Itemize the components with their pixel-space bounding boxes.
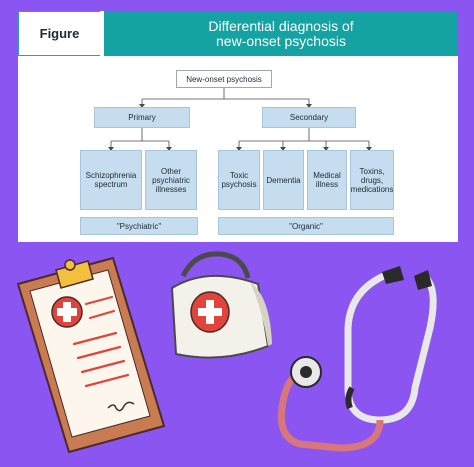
node-primary: Primary <box>94 107 190 128</box>
node-primary-label: Primary <box>128 113 156 122</box>
node-toxins-drugs: Toxins, drugs, medications <box>350 150 394 210</box>
figure-title: Differential diagnosis of new-onset psyc… <box>104 11 458 56</box>
clipboard-icon <box>16 256 166 454</box>
arrow-toxic <box>236 147 242 151</box>
node-other-psychiatric-line3: illnesses <box>155 184 187 194</box>
figure-label: Figure <box>18 11 100 56</box>
node-group-psychiatric: "Psychiatric" <box>80 217 198 235</box>
medical-bag-icon <box>170 251 272 359</box>
figure-title-line2: new-onset psychosis <box>216 32 346 49</box>
node-schizophrenia-line1: Schizophrenia <box>85 171 137 180</box>
node-medical-line2: illness <box>315 180 339 189</box>
medical-illustration <box>16 251 437 454</box>
node-toxins-line2: drugs, <box>360 175 384 185</box>
node-schizophrenia-spectrum: Schizophrenia spectrum <box>80 150 142 210</box>
figure-card: Figure Differential diagnosis of new-ons… <box>18 11 458 242</box>
node-dementia: Dementia <box>263 150 304 210</box>
stethoscope-icon <box>277 266 437 452</box>
arrow-schizophrenia <box>108 147 114 151</box>
node-schizophrenia-line2: spectrum <box>94 180 128 189</box>
node-medical-illness: Medical illness <box>307 150 347 210</box>
node-other-psychiatric: Other psychiatric illnesses <box>145 150 197 210</box>
arrow-secondary <box>306 104 312 108</box>
node-toxins-line1: Toxins, <box>359 166 385 176</box>
arrow-medical <box>323 147 329 151</box>
arrow-toxins <box>366 147 372 151</box>
node-toxins-line3: medications <box>350 184 394 194</box>
arrow-primary <box>139 104 145 108</box>
node-root: New-onset psychosis <box>176 70 272 88</box>
node-toxic-line2: psychosis <box>221 180 257 189</box>
figure-title-line1: Differential diagnosis of <box>208 17 354 34</box>
node-root-label: New-onset psychosis <box>186 74 262 84</box>
node-secondary-label: Secondary <box>289 113 329 122</box>
arrow-dementia <box>280 147 286 151</box>
node-toxic-psychosis: Toxic psychosis <box>218 150 260 210</box>
node-dementia-line1: Dementia <box>266 175 301 185</box>
node-group-organic: "Organic" <box>218 217 394 235</box>
node-other-psychiatric-line1: Other <box>160 166 181 176</box>
group-organic-label: "Organic" <box>289 221 323 231</box>
node-medical-line1: Medical <box>313 171 341 180</box>
connector-lines <box>108 88 372 151</box>
node-toxic-line1: Toxic <box>229 171 249 180</box>
node-other-psychiatric-line2: psychiatric <box>152 175 190 185</box>
group-psychiatric-label: "Psychiatric" <box>116 221 162 231</box>
node-secondary: Secondary <box>262 107 356 128</box>
arrow-other-psychiatric <box>166 147 172 151</box>
